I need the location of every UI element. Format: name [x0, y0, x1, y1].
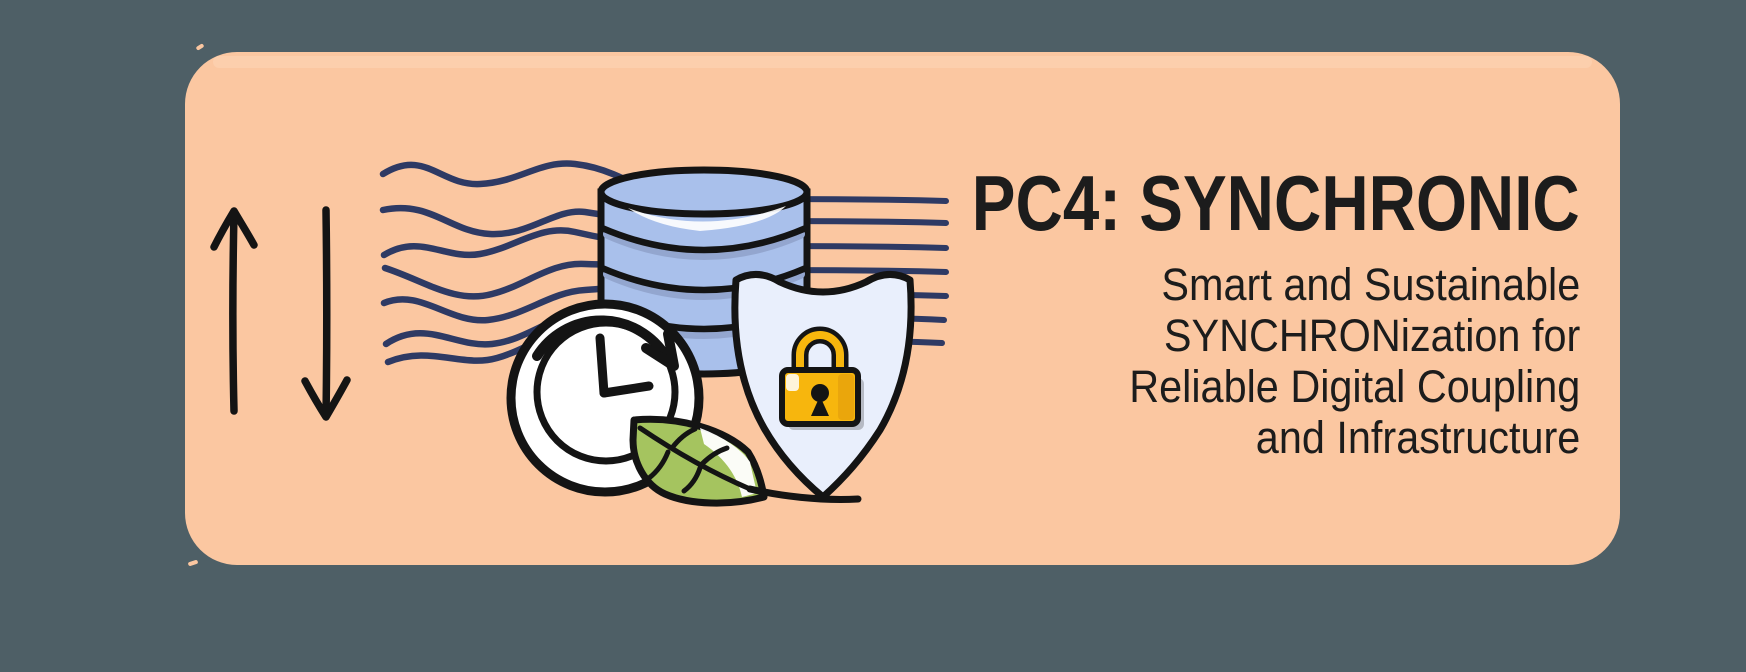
decorative-fleck: [195, 43, 205, 51]
banner-subtitle: Smart and Sustainable SYNCHRONization fo…: [1129, 259, 1580, 463]
banner-title: PC4: SYNCHRONIC: [972, 159, 1580, 247]
subtitle-line: and Infrastructure: [1255, 412, 1580, 463]
subtitle-line: Smart and Sustainable: [1161, 259, 1580, 310]
decorative-fleck: [187, 559, 199, 567]
subtitle-line: Reliable Digital Coupling: [1128, 361, 1580, 412]
subtitle-line: SYNCHRONization for: [1163, 310, 1580, 361]
